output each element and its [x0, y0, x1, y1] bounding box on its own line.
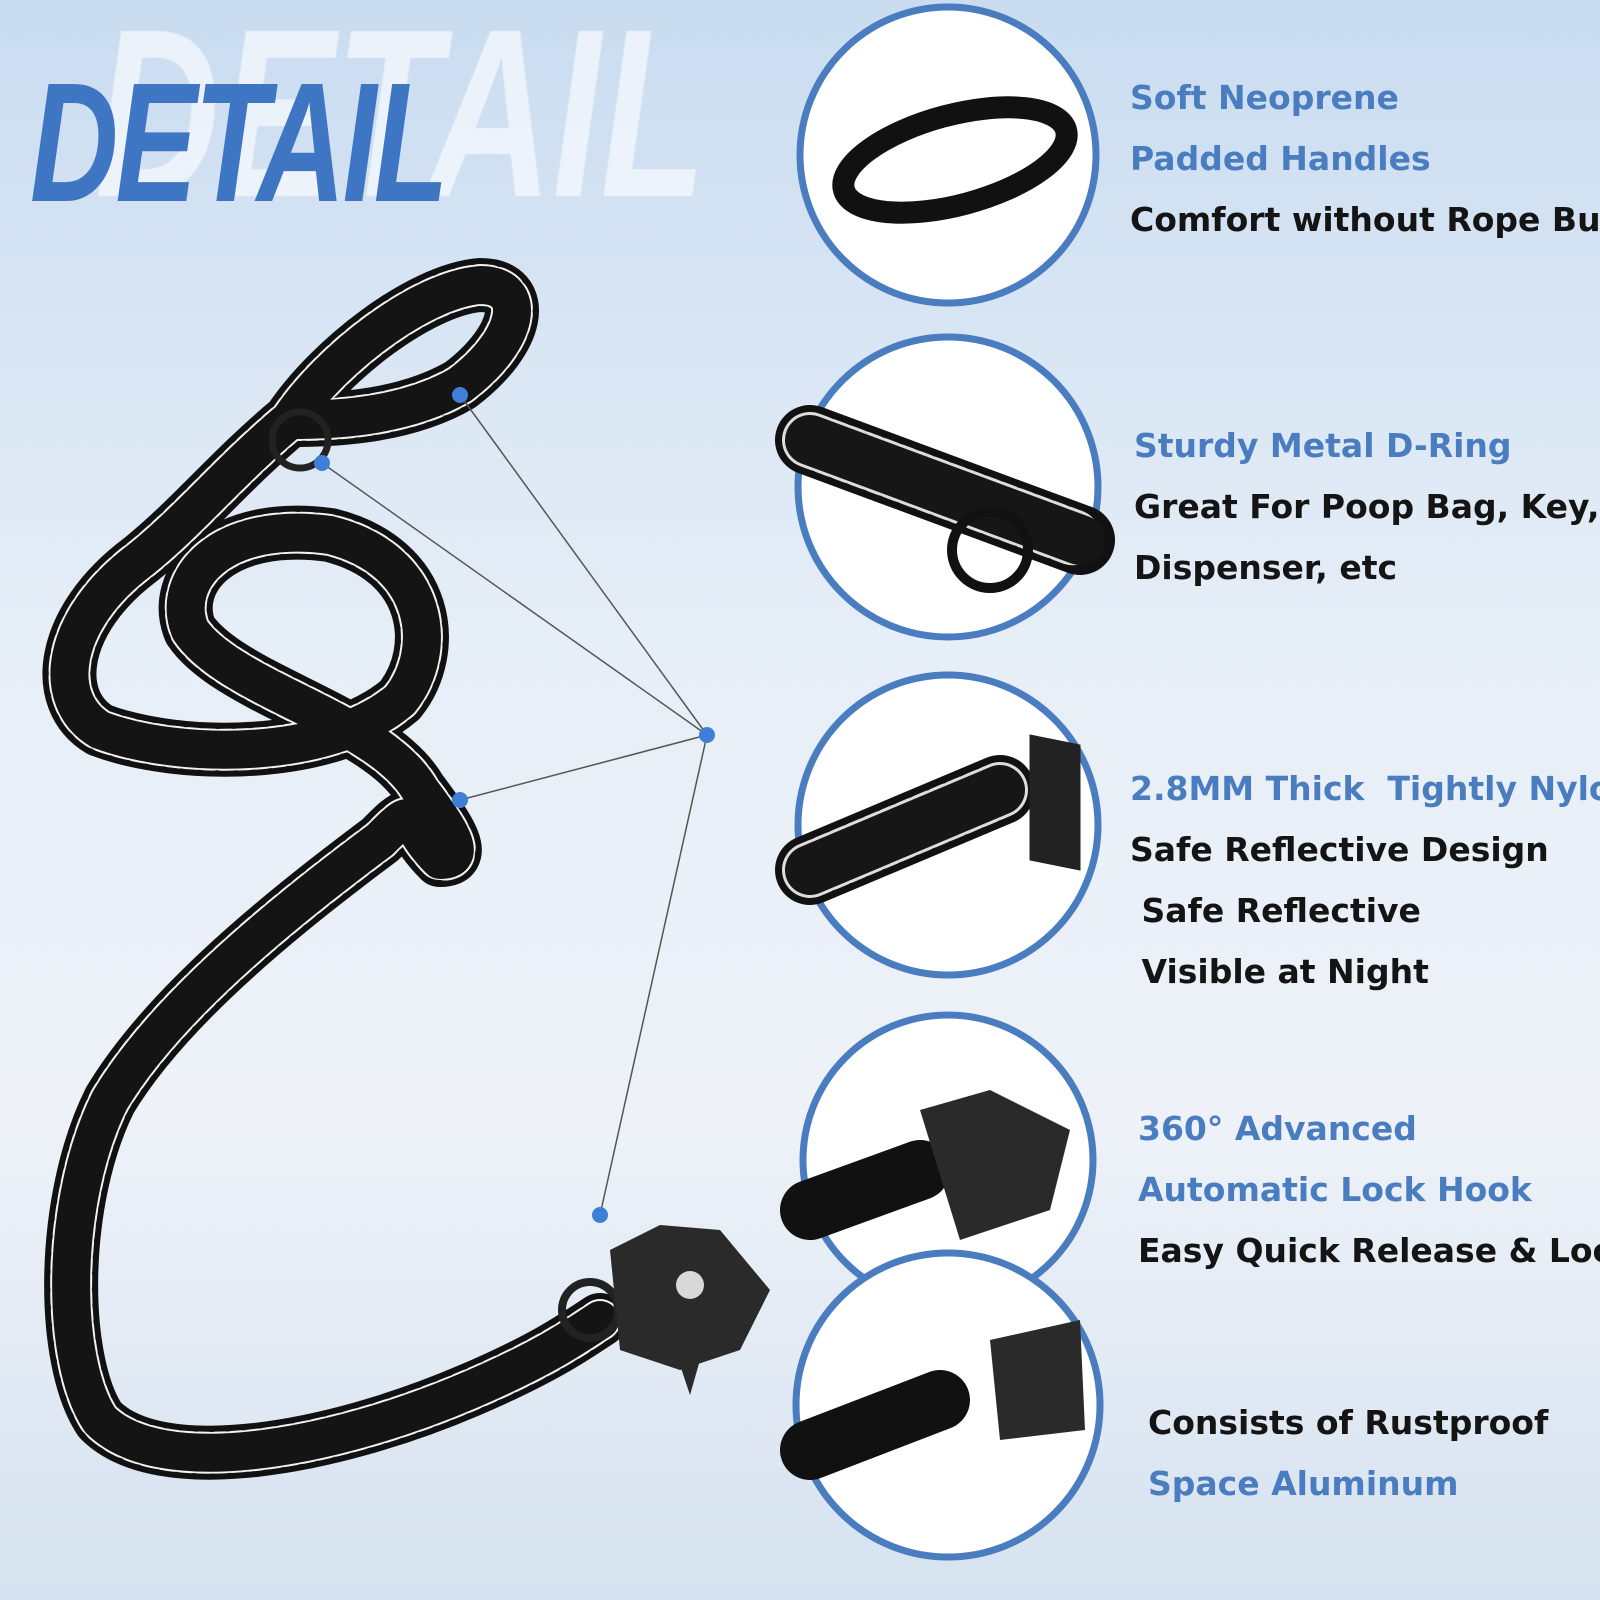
feature-line: 360° Advanced	[1138, 1109, 1417, 1148]
detail-photos	[775, 96, 1115, 1480]
feature-line: Comfort without Rope Burn	[1130, 200, 1600, 239]
callout-dots	[314, 387, 715, 1223]
feature-line: Safe Reflective	[1130, 891, 1421, 930]
d-ring	[268, 408, 332, 472]
feature-handle: Soft Neoprene Padded Handles Comfort wit…	[1130, 67, 1600, 250]
feature-line: Consists of Rustproof	[1148, 1403, 1549, 1442]
detail-circles	[792, 3, 1104, 1561]
feature-hook: 360° Advanced Automatic Lock Hook Easy Q…	[1138, 1098, 1600, 1281]
title-watermark	[0, 0, 900, 260]
leash	[42, 258, 627, 1480]
page-title: DETAIL	[30, 48, 448, 238]
feature-line: Dispenser, etc	[1134, 548, 1398, 587]
lock-hook	[558, 1225, 770, 1395]
feature-line: Great For Poop Bag, Key,	[1134, 487, 1600, 526]
callout-lines	[321, 394, 708, 1216]
feature-line: 2.8MM Thick Tightly Nylon	[1130, 769, 1600, 808]
feature-line: Automatic Lock Hook	[1138, 1170, 1532, 1209]
feature-line: Easy Quick Release & Lock	[1138, 1231, 1600, 1270]
feature-line: Space Aluminum	[1148, 1464, 1459, 1503]
feature-aluminum: Consists of Rustproof Space Aluminum	[1148, 1392, 1548, 1514]
feature-line: Soft Neoprene	[1130, 78, 1399, 117]
feature-dring: Sturdy Metal D-Ring Great For Poop Bag, …	[1134, 415, 1599, 598]
feature-line: Padded Handles	[1130, 139, 1431, 178]
feature-line: Safe Reflective Design	[1130, 830, 1549, 869]
feature-line: Visible at Night	[1130, 952, 1429, 991]
feature-nylon: 2.8MM Thick Tightly Nylon Safe Reflectiv…	[1130, 758, 1600, 1002]
detail-circle-handle	[796, 3, 1100, 307]
feature-line: Sturdy Metal D-Ring	[1134, 426, 1512, 465]
